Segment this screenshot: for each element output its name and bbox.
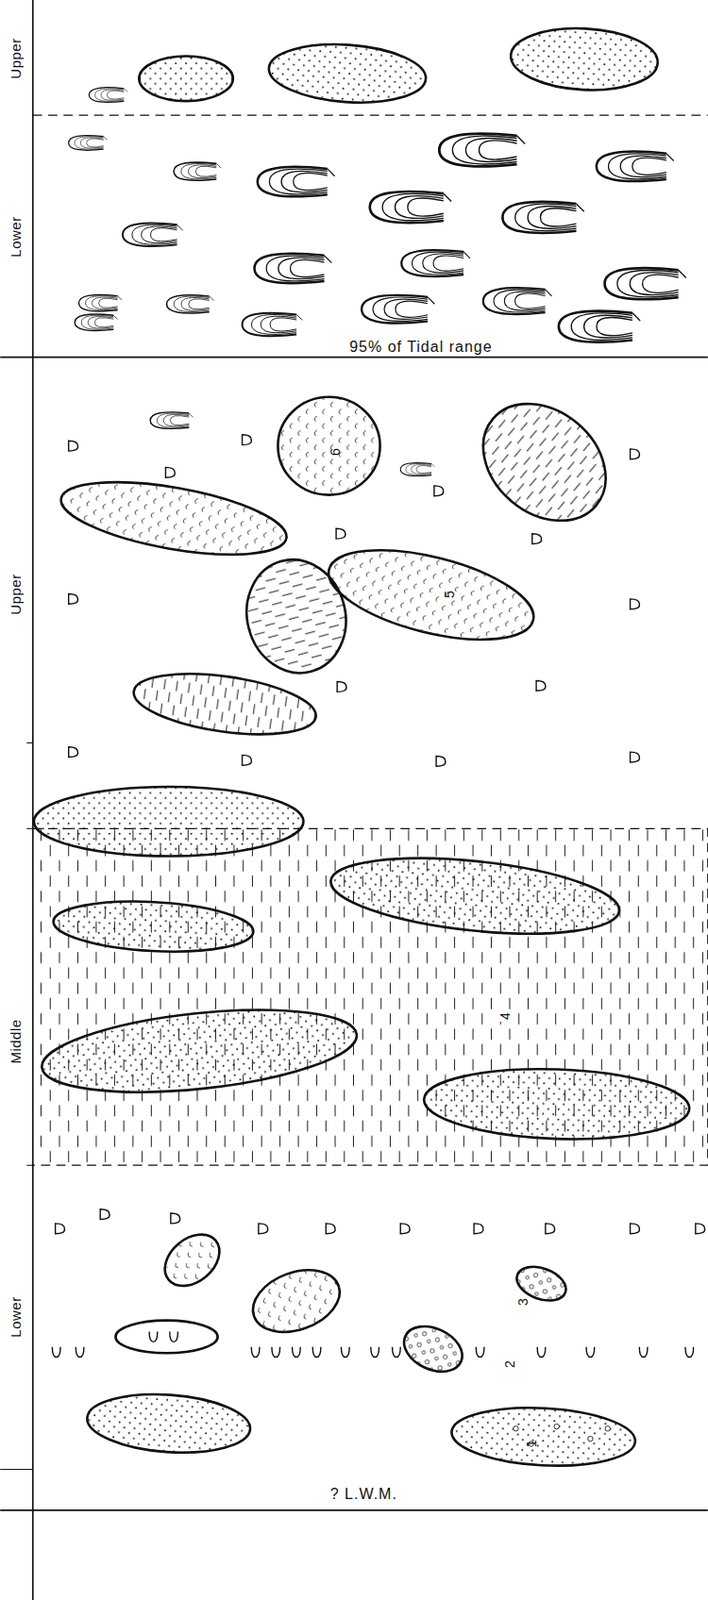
patch-outline xyxy=(512,1261,572,1308)
patch-outline xyxy=(130,664,321,745)
scale-note: 95% of Tidal range xyxy=(349,339,492,355)
patch-outline xyxy=(459,380,629,546)
middle-zone-band xyxy=(33,828,708,1166)
patch-outline xyxy=(154,1225,230,1298)
patch-outline xyxy=(327,846,624,946)
patch-outline xyxy=(450,1404,638,1472)
patch-outline xyxy=(277,397,380,496)
patch-outline xyxy=(55,468,292,569)
callout-number: 3 xyxy=(515,1297,531,1309)
patch-outline xyxy=(138,55,234,102)
callout-number: 5 xyxy=(441,589,457,601)
patch-outline xyxy=(51,897,254,958)
patch-outline xyxy=(320,533,543,658)
zone-label: Lower xyxy=(8,1297,23,1338)
patch-outline xyxy=(422,1065,692,1145)
zone-label: Lower xyxy=(8,216,23,257)
patch-outline xyxy=(508,24,659,94)
callout-number: 4 xyxy=(497,1011,513,1023)
callout-number: 2 xyxy=(502,1359,518,1371)
organism-patches xyxy=(33,24,692,1471)
patch-outline xyxy=(115,1321,218,1355)
patch-outline xyxy=(396,1318,470,1383)
patch-outline xyxy=(244,1259,349,1344)
zone-label: Upper xyxy=(8,573,23,615)
limpet-symbols xyxy=(55,435,706,1235)
callout-number: 1 xyxy=(523,1438,540,1450)
patch-outline xyxy=(33,787,304,858)
callout-number: 6 xyxy=(327,447,343,459)
patch-outline xyxy=(37,997,361,1107)
barnacle-symbols xyxy=(51,1332,693,1359)
patch-outline xyxy=(84,1390,253,1459)
patch-outline xyxy=(267,39,428,108)
scale-note: ? L.W.M. xyxy=(330,1487,398,1503)
zone-label: Upper xyxy=(8,37,23,79)
zone-label: Middle xyxy=(8,1019,23,1064)
mussel-symbols xyxy=(68,87,687,477)
